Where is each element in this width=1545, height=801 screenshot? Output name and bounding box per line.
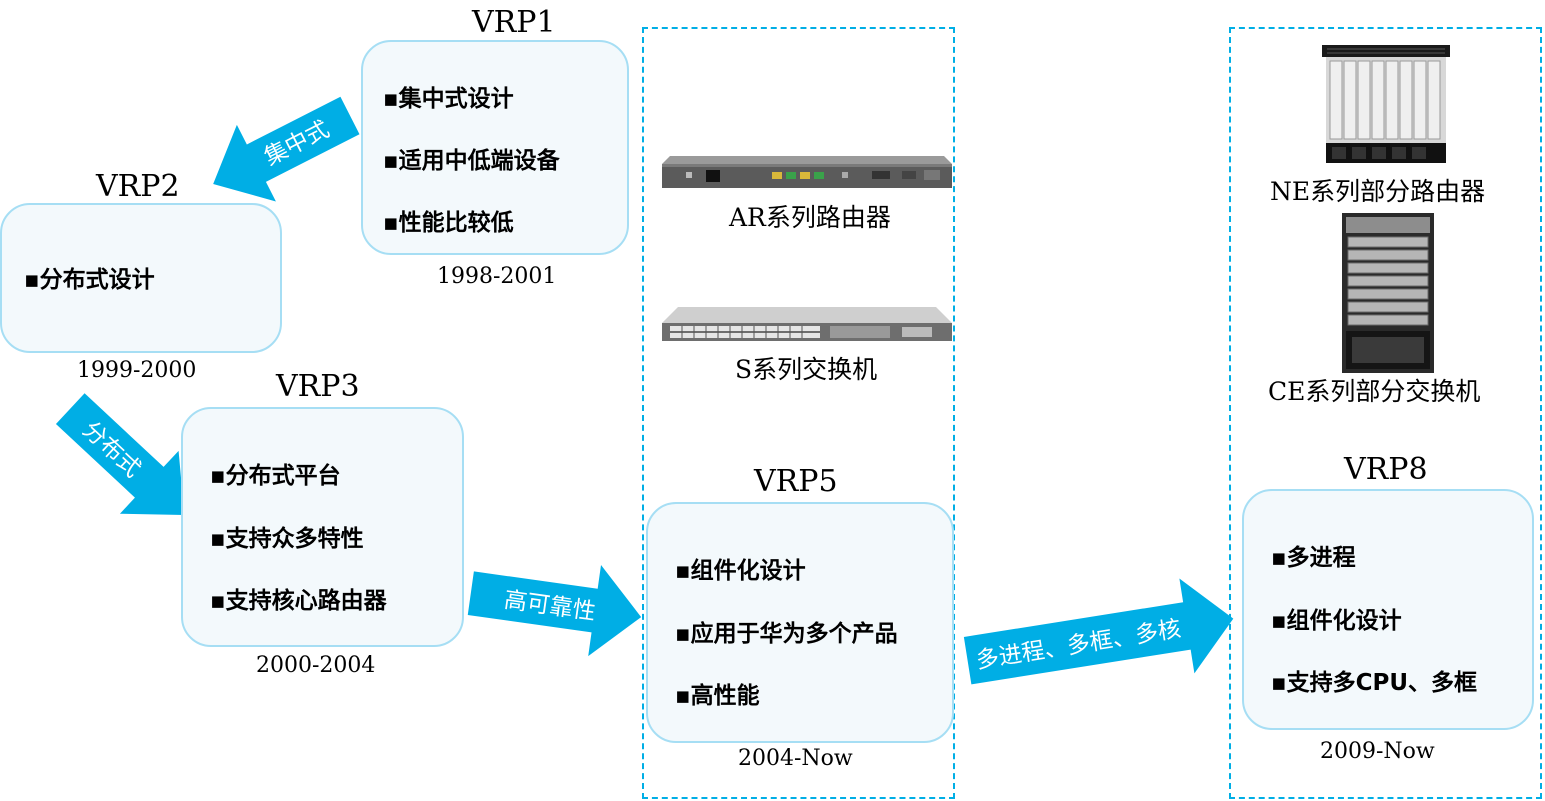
vrp8-item-3: ▪支持多CPU、多框 xyxy=(1271,670,1478,696)
vrp1-title: VRP1 xyxy=(472,5,556,40)
ne-router-label: NE系列部分路由器 xyxy=(1270,177,1486,206)
vrp8-title: VRP8 xyxy=(1344,452,1428,487)
vrp8-years: 2009-Now xyxy=(1320,739,1435,764)
vrp8-item-2: ▪组件化设计 xyxy=(1271,608,1402,634)
vrp1-item-2: ▪适用中低端设备 xyxy=(383,148,560,174)
vrp5-item-1: ▪组件化设计 xyxy=(675,558,806,584)
vrp8-device-frame xyxy=(1229,27,1542,799)
s-switch-image xyxy=(662,307,952,341)
vrp2-item-1: ▪分布式设计 xyxy=(24,267,155,293)
vrp5-item-2: ▪应用于华为多个产品 xyxy=(675,621,898,647)
ne-router-image xyxy=(1322,45,1450,163)
vrp3-item-3: ▪支持核心路由器 xyxy=(210,588,387,614)
ar-router-label: AR系列路由器 xyxy=(729,203,891,232)
vrp5-device-frame xyxy=(642,27,955,799)
vrp3-title: VRP3 xyxy=(276,369,360,404)
ce-switch-image xyxy=(1342,213,1434,373)
vrp8-box: ▪多进程 ▪组件化设计 ▪支持多CPU、多框 xyxy=(1242,489,1534,730)
arrow-label-distributed: 分布式 xyxy=(77,417,145,483)
arrow-label-centralized: 集中式 xyxy=(260,116,333,170)
arrow-label-multi: 多进程、多框、多核 xyxy=(974,616,1183,674)
ce-switch-label: CE系列部分交换机 xyxy=(1268,377,1481,406)
vrp5-box: ▪组件化设计 ▪应用于华为多个产品 ▪高性能 xyxy=(646,502,954,743)
vrp1-box: ▪集中式设计 ▪适用中低端设备 ▪性能比较低 xyxy=(361,40,629,255)
vrp5-item-3: ▪高性能 xyxy=(675,683,760,709)
arrow-label-reliability: 高可靠性 xyxy=(502,587,597,626)
vrp3-item-2: ▪支持众多特性 xyxy=(210,526,364,552)
vrp5-title: VRP5 xyxy=(754,464,838,499)
vrp3-item-1: ▪分布式平台 xyxy=(210,463,341,489)
vrp2-years: 1999-2000 xyxy=(77,358,197,383)
ar-router-image xyxy=(662,156,952,188)
vrp1-item-1: ▪集中式设计 xyxy=(383,86,514,112)
vrp3-years: 2000-2004 xyxy=(256,653,376,678)
s-switch-label: S系列交换机 xyxy=(735,355,878,384)
vrp2-title: VRP2 xyxy=(96,169,180,204)
vrp3-box: ▪分布式平台 ▪支持众多特性 ▪支持核心路由器 xyxy=(181,407,464,647)
vrp1-years: 1998-2001 xyxy=(437,264,557,289)
vrp1-item-3: ▪性能比较低 xyxy=(383,210,514,236)
vrp8-item-1: ▪多进程 xyxy=(1271,545,1356,571)
vrp5-years: 2004-Now xyxy=(738,746,853,771)
vrp2-box: ▪分布式设计 xyxy=(0,203,282,353)
